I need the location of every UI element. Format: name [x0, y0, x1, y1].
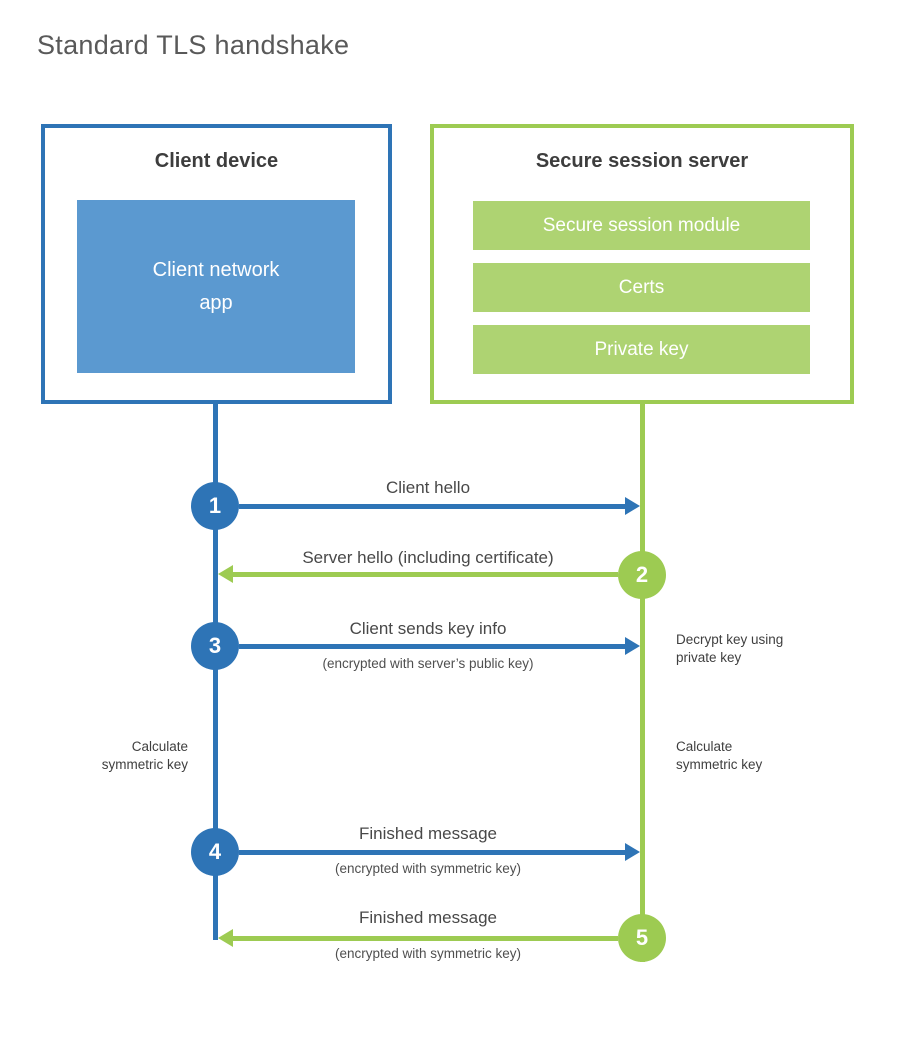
step-badge-3: 3: [191, 622, 239, 670]
sublabel-finished-client: (encrypted with symmetric key): [334, 861, 522, 876]
label-client-key-info: Client sends key info: [349, 619, 507, 638]
note-calc-symmetric-key-server: Calculate symmetric key: [676, 739, 763, 772]
arrow-server-hello: [218, 565, 618, 583]
arrow-finished-server: [218, 929, 618, 947]
client-app-label-line2: app: [199, 291, 233, 314]
server-module-certs: Certs: [473, 263, 810, 312]
label-finished-client: Finished message: [359, 824, 497, 843]
sublabel-client-key-info: (encrypted with server’s public key): [322, 656, 534, 671]
note-decrypt-key: Decrypt key using private key: [676, 632, 784, 665]
server-lifeline: [640, 404, 645, 962]
client-device-box: Client device Client network app: [41, 124, 392, 404]
sublabel-finished-server: (encrypted with symmetric key): [334, 946, 522, 961]
arrow-finished-client: [239, 843, 640, 861]
step-badge-4: 4: [191, 828, 239, 876]
note-calc-symmetric-key-client: Calculate symmetric key: [101, 739, 188, 772]
step-badge-5: 5: [618, 914, 666, 962]
server-title: Secure session server: [535, 150, 749, 172]
arrow-client-hello: [239, 497, 640, 515]
server-module-secure-session: Secure session module: [473, 201, 810, 250]
label-client-hello: Client hello: [385, 478, 471, 497]
secure-session-server-box: Secure session server Secure session mod…: [430, 124, 854, 404]
arrow-client-key-info: [239, 637, 640, 655]
client-app-label-line1: Client network: [152, 258, 280, 281]
step-badge-1: 1: [191, 482, 239, 530]
step-badge-2: 2: [618, 551, 666, 599]
client-network-app-box: Client network app: [77, 200, 355, 373]
server-module-private-key: Private key: [473, 325, 810, 374]
client-device-title: Client device: [154, 150, 279, 172]
page-title: Standard TLS handshake: [37, 30, 350, 60]
label-finished-server: Finished message: [359, 908, 497, 927]
client-lifeline: [213, 404, 218, 940]
label-server-hello: Server hello (including certificate): [302, 548, 554, 567]
